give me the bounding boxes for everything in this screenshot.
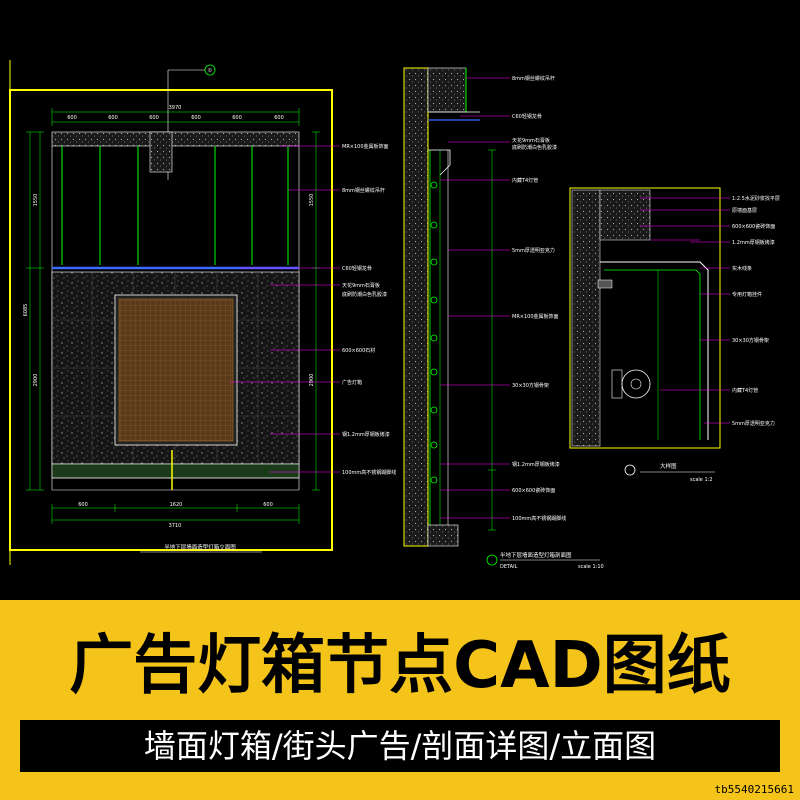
- top-dim-total: 3970: [169, 105, 182, 111]
- bottom-dim: 1620: [170, 502, 183, 508]
- section-ceiling: [427, 67, 467, 113]
- top-dim: 600: [149, 115, 159, 121]
- section-view: 8mm钢丝螺纹吊杆 C60轻钢龙骨 天花9mm石膏板 底刷防潮白色乳胶漆 内藏T…: [403, 67, 604, 570]
- elevation-note: 8mm钢丝螺纹吊杆: [342, 187, 385, 194]
- detail-leaders: [640, 197, 730, 424]
- section-note: 内藏T4灯管: [512, 177, 538, 184]
- banner-title: 广告灯箱节点CAD图纸: [69, 629, 731, 703]
- section-marker: [486, 554, 498, 566]
- section-leaders: [440, 77, 510, 519]
- detail-note: 1.2mm厚钢板烤漆: [732, 239, 775, 246]
- detail-note: 600×600瓷砖饰面: [732, 223, 775, 230]
- top-dim: 600: [108, 115, 118, 121]
- left-dim: 2900: [33, 374, 39, 387]
- bottom-dim: 600: [78, 502, 88, 508]
- callout-marker: [204, 64, 216, 76]
- top-dim: 600: [274, 115, 284, 121]
- right-dim: 2900: [309, 374, 315, 387]
- section-note: 8mm钢丝螺纹吊杆: [512, 75, 555, 82]
- section-note: C60轻钢龙骨: [512, 113, 542, 120]
- section-note: 600×600瓷砖饰面: [512, 487, 555, 494]
- detail-note: 1:2.5水泥砂浆找平层: [732, 195, 780, 202]
- section-note: 100mm高不锈钢踢脚线: [512, 515, 566, 522]
- elevation-note: MR×100金属板饰面: [342, 143, 389, 150]
- detail-note: 专用灯箱挂件: [732, 291, 762, 298]
- detail-caption: 大样图: [660, 462, 677, 470]
- detail-note: 5mm厚透明亚克力: [732, 420, 775, 427]
- detail-note: 内藏T4灯管: [732, 387, 758, 394]
- top-dimensions: [51, 108, 300, 126]
- elevation-note: 100mm高不锈钢踢脚线: [342, 469, 396, 476]
- detail-note: 实木线条: [732, 265, 752, 272]
- light-box-panel: [118, 298, 234, 442]
- skirting: [51, 463, 300, 479]
- section-note: 天花9mm石膏板: [512, 137, 550, 144]
- ceiling-band: [51, 131, 300, 147]
- elevation-note: 底刷防潮白色乳胶漆: [342, 291, 387, 298]
- section-wall: [403, 67, 429, 547]
- section-note: 30×30方钢骨架: [512, 382, 549, 389]
- watermark: tb5540215661: [714, 783, 794, 796]
- section-code: DETAIL: [500, 564, 518, 570]
- detail-lamp: [621, 369, 651, 399]
- section-note: MR×100金属板饰面: [512, 313, 559, 320]
- hanger-rods: [61, 146, 289, 265]
- top-dim: 600: [67, 115, 77, 121]
- callout-label: ①: [208, 68, 213, 74]
- banner-subtitle: 墙面灯箱/街头广告/剖面详图/立面图: [20, 720, 780, 772]
- section-caption: 半地下层墙面造型灯箱剖面图: [500, 551, 572, 559]
- detail-note: 原墙面基层: [732, 207, 757, 214]
- detail-view: 1:2.5水泥砂浆找平层 原墙面基层 600×600瓷砖饰面 1.2mm厚钢板烤…: [569, 187, 780, 483]
- left-dim-total: 6085: [23, 304, 29, 317]
- section-note: 底刷防潮白色乳胶漆: [512, 144, 557, 151]
- top-dim: 600: [191, 115, 201, 121]
- right-dim: 1550: [309, 194, 315, 207]
- detail-scale: scale 1:2: [690, 477, 713, 483]
- detail-wall: [571, 189, 601, 447]
- elevation-leaders: [230, 145, 340, 473]
- elevation-caption: 半地下层墙面造型灯箱立面图: [164, 543, 236, 551]
- section-note: 5mm厚透明亚克力: [512, 247, 555, 254]
- ceiling-drop: [149, 131, 173, 173]
- title-banner: 广告灯箱节点CAD图纸 墙面灯箱/街头广告/剖面详图/立面图 tb5540215…: [0, 600, 800, 800]
- elevation-note: C60轻钢龙骨: [342, 265, 372, 272]
- elevation-note: 天花9mm石膏板: [342, 282, 380, 289]
- detail-note: 30×30方钢骨架: [732, 337, 769, 344]
- elevation-note: 广告灯箱: [342, 379, 362, 386]
- cad-drawing: ①: [9, 60, 780, 570]
- elevation-note: 钢1.2mm厚钢板烤漆: [342, 431, 390, 438]
- bottom-dim: 600: [263, 502, 273, 508]
- left-dim: 1550: [33, 194, 39, 207]
- right-dimensions: [312, 131, 320, 491]
- lamp-clips: [430, 181, 438, 484]
- bottom-dimensions: [51, 504, 300, 524]
- detail-frame: [569, 187, 721, 449]
- bottom-dim-total: 3710: [169, 523, 182, 529]
- detail-marker: [624, 464, 636, 476]
- top-dim: 600: [232, 115, 242, 121]
- elevation-note: 600×600石材: [342, 347, 375, 354]
- section-note: 钢1.2mm厚钢板烤漆: [512, 461, 560, 468]
- left-dimensions: [26, 131, 44, 491]
- detail-ceiling: [599, 189, 651, 241]
- section-scale: scale 1:10: [578, 564, 604, 570]
- elevation-view: ①: [9, 60, 396, 565]
